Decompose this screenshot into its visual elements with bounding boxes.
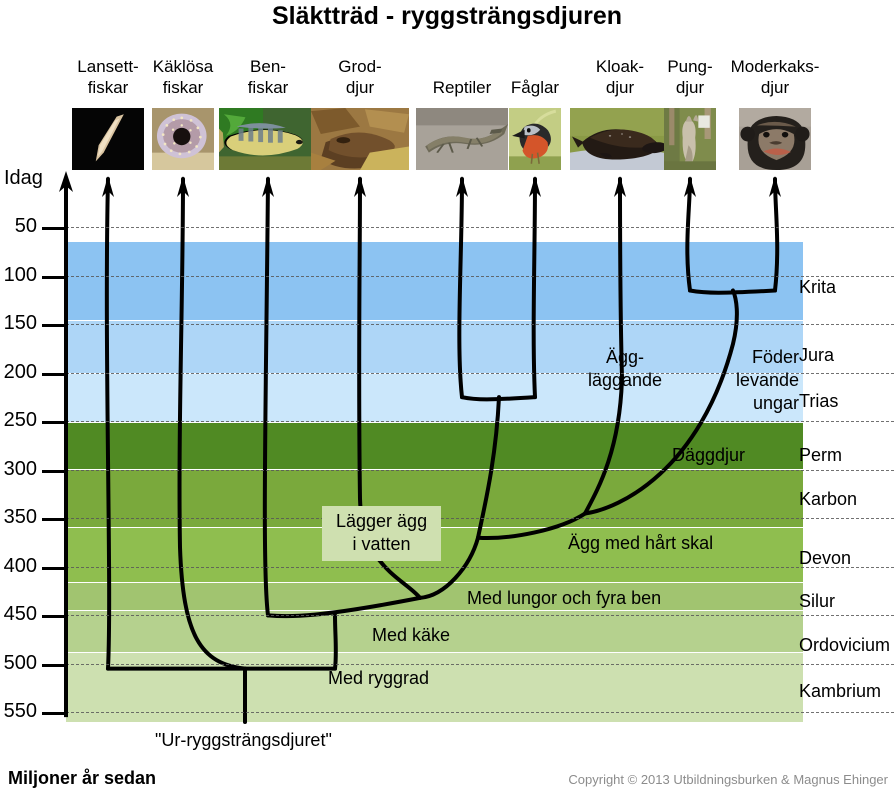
period-band	[66, 652, 803, 722]
taxon-label: Pung- djur	[667, 57, 713, 97]
axis-tick-label: 50	[14, 215, 37, 238]
taxon-label: Käklösa fiskar	[152, 57, 214, 97]
axis-tick	[42, 469, 67, 473]
annotation-hard-shelled-egg: Ägg med hårt skal	[568, 533, 714, 553]
taxon-label: Moderkaks- djur	[730, 57, 820, 97]
taxon-header[interactable]: Moderkaks- djur	[705, 56, 845, 170]
axis-today-label: Idag	[4, 167, 43, 189]
annotation-lungs-four-legs: Med lungor och fyra ben	[467, 588, 662, 608]
taxon-label: Kloak- djur	[595, 57, 645, 97]
period-separator	[66, 582, 803, 584]
taxon-header[interactable]: Grod- djur	[290, 56, 430, 170]
axis-tick-label: 550	[3, 700, 37, 723]
axis-tick	[42, 372, 67, 376]
platypus-thumbnail	[570, 108, 670, 170]
gridline	[66, 227, 894, 229]
axis-tick-label: 450	[3, 603, 37, 626]
frog-thumbnail	[311, 108, 409, 170]
axis-tick	[42, 566, 67, 570]
axis-tick	[42, 275, 67, 279]
bird-thumbnail	[509, 108, 561, 170]
axis-tick	[42, 324, 67, 328]
period-band	[66, 372, 803, 423]
period-band	[66, 319, 803, 373]
axis-tick	[42, 518, 67, 522]
period-separator	[66, 422, 803, 424]
period-name: Trias	[799, 391, 839, 411]
period-separator	[66, 319, 803, 321]
annotation-with-jaw: Med käke	[372, 625, 451, 645]
taxon-header[interactable]: Ben- fiskar	[198, 56, 338, 170]
taxon-label: Grod- djur	[338, 57, 382, 97]
period-name: Karbon	[799, 489, 858, 509]
axis-tick-label: 300	[3, 457, 37, 480]
period-separator	[66, 652, 803, 654]
gridline	[66, 421, 894, 423]
axis-tick	[42, 421, 67, 425]
taxon-label: Ben- fiskar	[247, 57, 289, 97]
taxon-header[interactable]: Lansett- fiskar	[38, 56, 178, 170]
axis-tick-label: 400	[3, 554, 37, 577]
annotation-root-chordate: "Ur-ryggsträngsdjuret"	[155, 730, 332, 750]
lamprey-thumbnail	[152, 108, 214, 170]
taxon-header[interactable]: Käklösa fiskar	[113, 56, 253, 170]
axis-tick-label: 150	[3, 312, 37, 335]
period-name: Perm	[799, 445, 843, 465]
taxon-label: Lansett- fiskar	[77, 57, 139, 97]
axis-tick-label: 100	[3, 263, 37, 286]
annotation-with-spine: Med ryggrad	[328, 668, 430, 688]
gridline	[66, 469, 894, 471]
axis-tick-label: 200	[3, 360, 37, 383]
gridline	[66, 518, 894, 520]
axis-tick	[42, 615, 67, 619]
axis-tick	[42, 227, 67, 231]
period-name: Jura	[799, 345, 835, 365]
axis-tick	[42, 712, 67, 716]
axis-tick-label: 250	[3, 409, 37, 432]
period-separator	[66, 609, 803, 611]
kangaroo-thumbnail	[664, 108, 716, 170]
gridline	[66, 324, 894, 326]
period-band	[66, 422, 803, 469]
axis-tick	[42, 663, 67, 667]
gridline	[66, 275, 894, 277]
gridline	[66, 372, 894, 374]
period-name: Ordovicium	[799, 635, 891, 655]
page-title: Släktträd - ryggsträngsdjuren	[271, 2, 623, 30]
timeline-plot	[66, 177, 803, 724]
copyright-notice: Copyright © 2013 Utbildningsburken & Mag…	[568, 772, 888, 787]
annotation-mammals: Däggdjur	[672, 445, 746, 465]
axis-tick-label: 500	[3, 651, 37, 674]
period-name: Devon	[799, 548, 852, 568]
bony-fish-thumbnail	[219, 108, 317, 170]
taxon-header[interactable]: Pung- djur	[620, 56, 760, 170]
axis-tick-label: 350	[3, 506, 37, 529]
taxon-label: Reptiler	[432, 78, 492, 97]
gridline	[66, 663, 894, 665]
gridline	[66, 615, 894, 617]
period-name: Silur	[799, 591, 836, 611]
annotation-egg-laying: Ägg- läggande	[587, 347, 663, 390]
axis-unit-label: Miljoner år sedan	[8, 768, 157, 788]
annotation-live-birth: Föder levande ungar	[735, 347, 799, 413]
gridline	[66, 712, 894, 714]
gridline	[66, 566, 894, 568]
period-separator	[66, 468, 803, 470]
period-band	[66, 242, 803, 320]
taxon-header[interactable]: Reptiler	[392, 56, 532, 170]
taxon-header[interactable]: Kloak- djur	[550, 56, 690, 170]
period-name: Krita	[799, 277, 837, 297]
period-name: Kambrium	[799, 681, 882, 701]
taxon-label: Fåglar	[510, 78, 560, 97]
chimpanzee-thumbnail	[739, 108, 811, 170]
lizard-thumbnail	[416, 108, 508, 170]
taxon-header[interactable]: Fåglar	[465, 56, 605, 170]
lancelet-thumbnail	[72, 108, 144, 170]
annotation-eggs-in-water: Lägger ägg i vatten	[322, 506, 442, 561]
